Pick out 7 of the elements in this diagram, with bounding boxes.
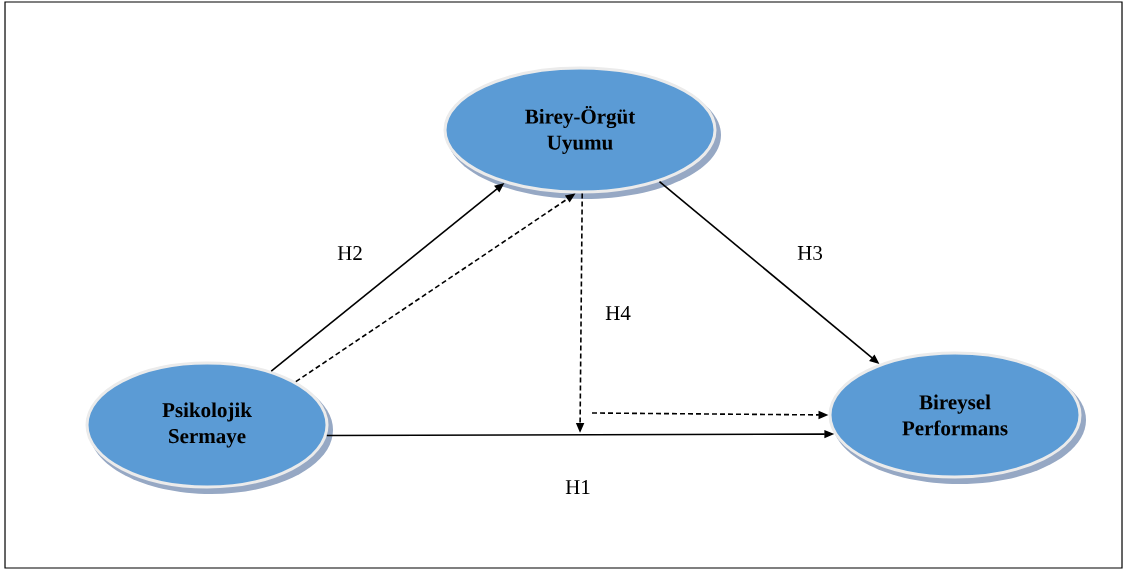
ellipse-node: Birey-Örgüt Uyumu (443, 66, 721, 199)
edge-label: H4 (604, 305, 632, 321)
ellipse-node: Psikolojik Sermaye (85, 361, 333, 494)
edge-label: H1 (564, 479, 592, 495)
ellipse-node: Bireysel Performans (828, 351, 1086, 484)
edge-label: H2 (336, 245, 364, 261)
edge-label: H3 (796, 244, 824, 262)
